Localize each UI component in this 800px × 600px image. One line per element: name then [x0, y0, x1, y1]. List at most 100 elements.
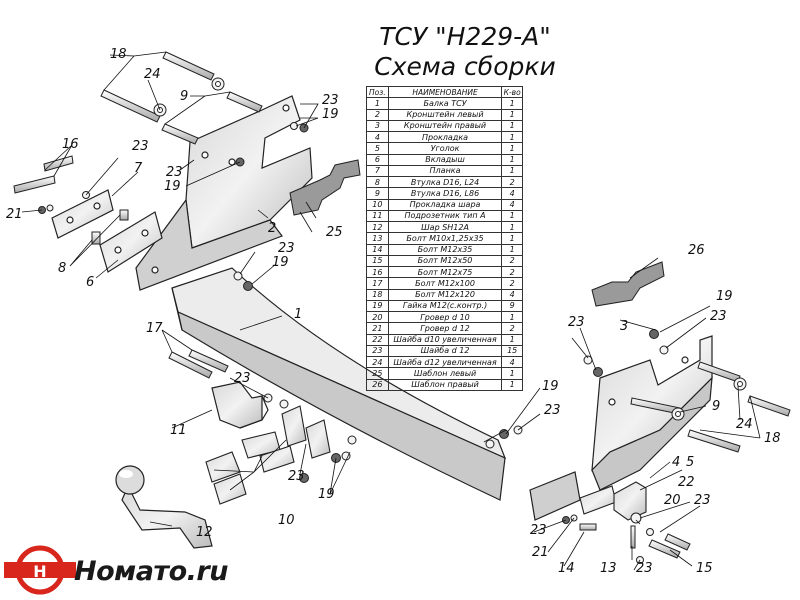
row-name: Болт М10х1,25х35: [387, 232, 503, 245]
callout-14: 14: [558, 561, 575, 576]
row-name: Шайба d12 увеличенная: [387, 355, 503, 369]
callout-numbers: 1 2 3 4 5 6 7 8 9 9 10 11 12 13 14 15 16…: [6, 47, 781, 576]
callout-10: 10: [278, 513, 295, 528]
logo-text: Номато.ru: [74, 556, 228, 587]
row-pos: 13: [366, 232, 389, 245]
row-pos: 11: [366, 209, 389, 223]
table-header-row: Поз. НАИМЕНОВАНИЕ К-во: [366, 85, 523, 99]
row-qty: 1: [501, 333, 523, 346]
row-pos: 15: [366, 254, 389, 268]
row-pos: 9: [366, 187, 389, 200]
row-pos: 1: [366, 97, 389, 110]
leader-lines: [21, 51, 761, 571]
row-name: Балка ТСУ: [387, 97, 503, 110]
row-name: Кронштейн левый: [387, 108, 503, 121]
row-name: Болт М12х35: [387, 243, 503, 256]
angle-bracket: [613, 481, 647, 521]
callout-17: 17: [146, 321, 163, 336]
row-pos: 22: [366, 333, 389, 346]
callout-23j: 23: [694, 493, 711, 508]
header-pos: Поз.: [366, 85, 389, 99]
callout-23h: 23: [568, 315, 585, 330]
logo-mark: H: [4, 545, 76, 595]
row-pos: 16: [366, 265, 389, 279]
callout-18b: 18: [764, 431, 781, 446]
socket-bracket: [211, 381, 269, 429]
row-pos: 12: [366, 220, 389, 234]
row-pos: 6: [366, 153, 389, 166]
callout-12: 12: [196, 525, 213, 540]
strap-plate: [51, 189, 114, 239]
row-qty: 9: [501, 299, 523, 313]
callout-23k: 23: [530, 523, 547, 538]
row-name: Шайба d10 увеличенная: [387, 333, 503, 346]
diagram-subtitle: Схема сборки: [374, 52, 556, 81]
row-pos: 26: [366, 378, 389, 391]
callout-19a: 19: [322, 107, 339, 122]
callout-26: 26: [688, 243, 705, 258]
row-pos: 7: [366, 164, 389, 178]
callout-3: 3: [620, 319, 628, 334]
row-name: Гровер d 12: [387, 322, 503, 335]
row-name: Болт М12х120: [387, 288, 503, 301]
row-name: Гровер d 10: [387, 310, 503, 324]
gasket-plate: [579, 485, 617, 515]
callout-19b: 19: [164, 179, 181, 194]
row-name: Планка: [387, 164, 503, 178]
row-pos: 17: [366, 277, 389, 290]
row-name: Кронштейн правый: [387, 119, 503, 133]
callout-23a: 23: [322, 93, 339, 108]
callout-23e: 23: [234, 371, 251, 386]
row-name: Прокладка шара: [387, 198, 503, 211]
row-qty: 2: [501, 322, 523, 335]
row-pos: 5: [366, 142, 389, 155]
row-pos: 8: [366, 175, 389, 189]
svg-text:H: H: [33, 562, 46, 581]
row-pos: 10: [366, 198, 389, 211]
row-qty: 1: [501, 232, 523, 245]
row-pos: 20: [366, 310, 389, 324]
row-name: Прокладка: [387, 130, 503, 144]
callout-23g: 23: [544, 403, 561, 418]
diagram-title: ТСУ "H229-A": [379, 22, 551, 51]
row-qty: 1: [501, 130, 523, 144]
callout-19d: 19: [318, 487, 335, 502]
callout-23d: 23: [278, 241, 295, 256]
row-name: Болт М12х100: [387, 277, 503, 290]
row-qty: 1: [501, 209, 523, 223]
callout-2: 2: [268, 221, 276, 236]
row-qty: 1: [501, 97, 523, 110]
row-qty: 15: [501, 344, 523, 358]
row-name: Вкладыш: [387, 153, 503, 166]
row-pos: 4: [366, 130, 389, 144]
tow-beam: [171, 267, 507, 501]
callout-13: 13: [600, 561, 617, 576]
callout-11: 11: [170, 423, 187, 438]
callout-23b: 23: [132, 139, 149, 154]
callout-23l: 23: [636, 561, 653, 576]
callout-21a: 21: [6, 207, 23, 222]
row-qty: 2: [501, 175, 523, 189]
row-name: Шаблон правый: [387, 378, 503, 391]
header-name: НАИМЕНОВАНИЕ: [387, 85, 503, 99]
row-qty: 4: [501, 288, 523, 301]
insert-plate: [99, 211, 163, 273]
